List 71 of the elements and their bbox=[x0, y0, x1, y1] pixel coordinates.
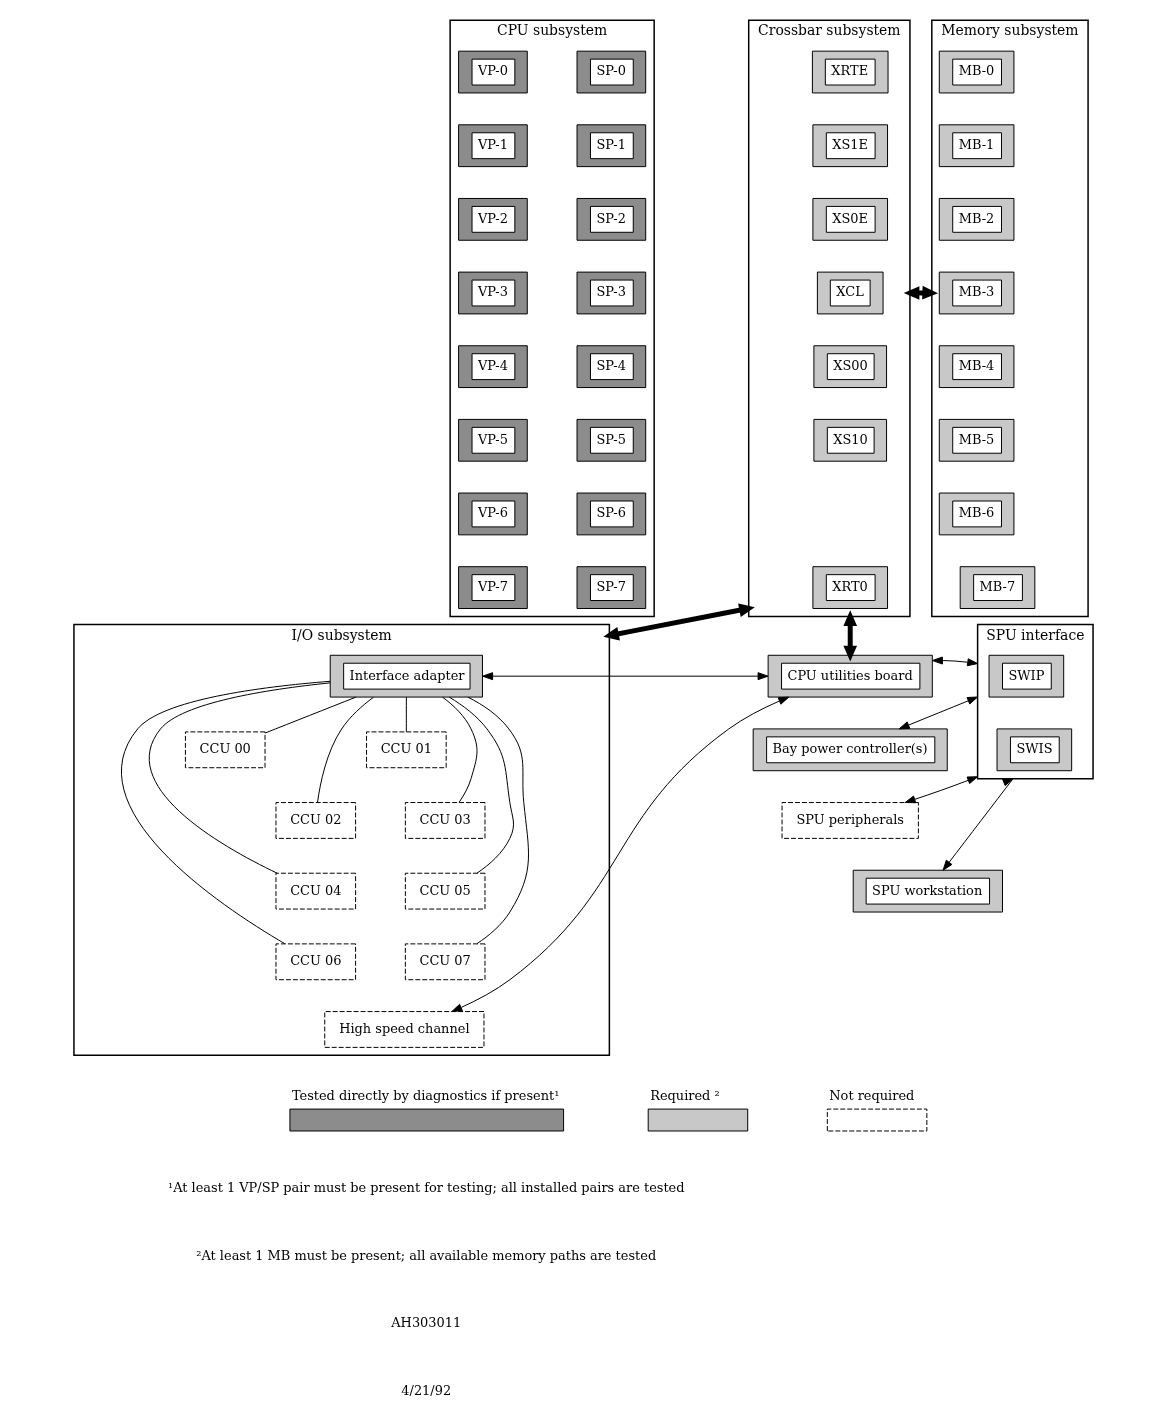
node-box: High speed channel bbox=[324, 1011, 485, 1048]
node-box: SWIS bbox=[996, 728, 1073, 772]
node-box: CCU 05 bbox=[404, 872, 486, 910]
node-box: MB-5 bbox=[938, 418, 1015, 462]
legend-label: Tested directly by diagnostics if present¹ bbox=[291, 1087, 560, 1103]
node-box: SP-3 bbox=[576, 271, 647, 315]
node-box: XCL bbox=[816, 271, 884, 315]
node-box: XS00 bbox=[813, 345, 888, 389]
node-box: VP-1 bbox=[458, 124, 528, 168]
node-box: CCU 02 bbox=[275, 802, 357, 839]
connector bbox=[448, 696, 514, 874]
node-box: SWIP bbox=[988, 654, 1065, 698]
node-box: VP-6 bbox=[458, 492, 528, 536]
node-box: SP-4 bbox=[576, 345, 647, 389]
arrow bbox=[603, 603, 755, 641]
node-box: CCU 03 bbox=[404, 802, 486, 839]
node-box: MB-2 bbox=[938, 197, 1015, 241]
connector bbox=[148, 682, 331, 874]
label: AH303011 bbox=[391, 1315, 462, 1331]
node-box: VP-4 bbox=[458, 345, 528, 389]
connector bbox=[264, 696, 357, 734]
node-box: VP-0 bbox=[458, 50, 528, 94]
node-box: XS10 bbox=[813, 418, 888, 462]
node-box: SPU workstation bbox=[852, 869, 1003, 913]
arrow bbox=[482, 672, 769, 681]
legend-label: Required ² bbox=[650, 1087, 720, 1103]
node-box: SP-5 bbox=[576, 418, 647, 462]
node-box: SPU peripherals bbox=[781, 802, 919, 839]
node-box: MB-4 bbox=[938, 345, 1015, 389]
node-box: MB-1 bbox=[938, 124, 1015, 168]
node-box: XRT0 bbox=[812, 566, 889, 609]
arrow bbox=[904, 776, 979, 804]
connector bbox=[405, 696, 407, 733]
node-box: VP-7 bbox=[458, 566, 528, 609]
node-box: SP-7 bbox=[576, 566, 647, 609]
connector bbox=[467, 696, 529, 945]
arrow bbox=[903, 285, 939, 300]
arrow bbox=[931, 656, 979, 667]
node-box: SP-2 bbox=[576, 197, 647, 241]
node-box: MB-0 bbox=[938, 50, 1015, 94]
arrow bbox=[898, 696, 979, 730]
label: 4/21/92 bbox=[401, 1383, 452, 1399]
node-box: XS0E bbox=[812, 197, 889, 241]
node-box: CCU 06 bbox=[275, 943, 357, 981]
node-box: CPU utilities board bbox=[767, 654, 933, 698]
arrow bbox=[942, 778, 1014, 871]
node-box: SP-6 bbox=[576, 492, 647, 536]
label: ¹At least 1 VP/SP pair must be present for testing; all installed pairs are tested bbox=[167, 1180, 685, 1196]
connector bbox=[317, 696, 374, 803]
node-box: CCU 07 bbox=[404, 943, 486, 981]
node-box: Bay power controller(s) bbox=[752, 728, 948, 772]
node-box: Interface adapter bbox=[329, 654, 483, 698]
arrow bbox=[843, 610, 858, 662]
arrow bbox=[451, 696, 790, 1013]
node-box: MB-3 bbox=[938, 271, 1015, 315]
node-box: VP-3 bbox=[458, 271, 528, 315]
legend-label: Not required bbox=[829, 1087, 915, 1103]
node-box: VP-2 bbox=[458, 197, 528, 241]
node-box: XS1E bbox=[812, 124, 889, 168]
node-box: CCU 01 bbox=[366, 731, 447, 769]
node-box: MB-6 bbox=[938, 492, 1015, 536]
node-box: VP-5 bbox=[458, 418, 528, 462]
node-box: CCU 04 bbox=[275, 872, 357, 910]
node-box: SP-0 bbox=[576, 50, 647, 94]
connector bbox=[120, 680, 331, 945]
connector bbox=[442, 696, 478, 803]
node-box: MB-7 bbox=[959, 566, 1036, 609]
node-box: XRTE bbox=[811, 50, 889, 94]
node-box: CCU 00 bbox=[184, 731, 266, 769]
node-box: SP-1 bbox=[576, 124, 647, 168]
label: ²At least 1 MB must be present; all available memory paths are tested bbox=[196, 1247, 657, 1263]
